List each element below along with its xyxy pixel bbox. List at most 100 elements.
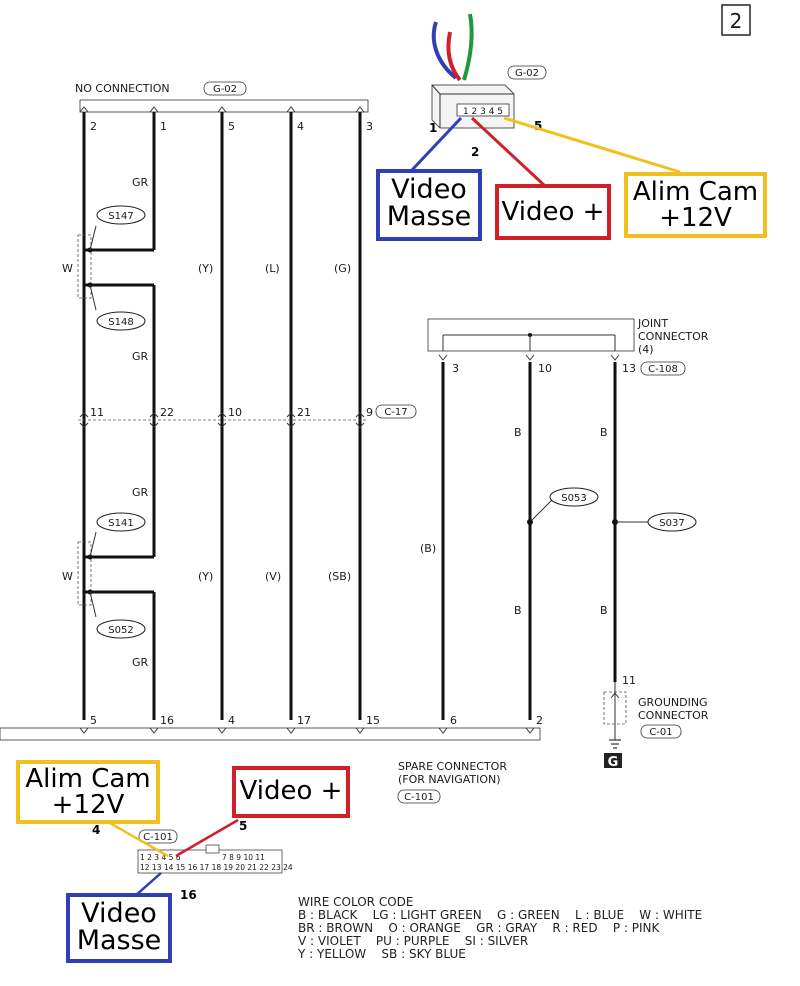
top-connector-ref-box: [203, 81, 247, 96]
splice-s148: S148: [89, 284, 146, 331]
wire-color-label: GR: [132, 350, 149, 363]
top-pin: 5: [228, 120, 235, 133]
ground-pin: 11: [622, 674, 636, 687]
wire-color-code-line: B : BLACK LG : LIGHT GREEN G : GREEN L :…: [298, 908, 703, 922]
mid-pin: 21: [297, 406, 311, 419]
shield-box-lower: [77, 541, 92, 606]
alim-cam-callout-bottom: Alim Cam +12V: [16, 760, 160, 824]
joint-label-line: JOINT: [637, 317, 668, 330]
small-connector-latch: [205, 844, 220, 854]
top-pin: 3: [366, 120, 373, 133]
no-connection-label: NO CONNECTION: [75, 82, 170, 95]
leader-yellow-top: [503, 116, 681, 174]
small-connector-row1: 1 2 3 4 5 6: [140, 853, 181, 862]
green-cable: [462, 13, 474, 81]
splice-dot: [527, 519, 533, 525]
spare-label-line: SPARE CONNECTOR: [398, 760, 507, 773]
svg-text:S053: S053: [561, 493, 586, 504]
mid-connector-arrows: [79, 412, 365, 428]
wire-color-label: (B): [420, 542, 436, 555]
splice-s141: S141: [89, 512, 146, 558]
small-connector-ref-box: [138, 829, 178, 844]
video-plus-callout-top: Video +: [495, 184, 611, 240]
ground-symbol: G: [608, 755, 619, 770]
camera-callout-pin: 2: [471, 145, 479, 159]
spare-ref-box: [397, 789, 441, 804]
video-masse-callout-top: Video Masse: [376, 169, 482, 241]
joint-ref: C-108: [648, 364, 678, 375]
splice-dot: [612, 519, 618, 525]
blue-cable: [431, 21, 458, 80]
wire-color-label: GR: [132, 486, 149, 499]
ground-label-line: GROUNDING: [638, 696, 708, 709]
video-masse-callout-bottom: Video Masse: [66, 893, 172, 963]
wire-color-label: W: [62, 262, 73, 275]
wire-color-label: (Y): [198, 570, 213, 583]
spare-pin: 16: [160, 714, 174, 727]
wire-color-label: B: [600, 426, 608, 439]
top-pin-arrows: [79, 106, 365, 113]
bottom-callout-pin: 16: [180, 888, 197, 902]
top-pin: 2: [90, 120, 97, 133]
red-cable: [446, 31, 462, 82]
ground-ref-box: [640, 724, 682, 739]
wire-color-label: (V): [265, 570, 281, 583]
mid-connector-ref-box: [375, 404, 417, 419]
joint-pin: 3: [452, 362, 459, 375]
svg-text:S147: S147: [108, 211, 133, 222]
leader-red-bottom: [175, 818, 239, 858]
wire-color-label: (Y): [198, 262, 213, 275]
wire-color-label: (SB): [328, 570, 351, 583]
wire-color-code-title: WIRE COLOR CODE: [298, 895, 414, 909]
svg-text:S037: S037: [659, 518, 684, 529]
page-number-box: [721, 4, 751, 36]
spare-pin: 2: [536, 714, 543, 727]
top-connector-ref: G-02: [213, 84, 237, 95]
wire-color-code-legend: WIRE COLOR CODE B : BLACK LG : LIGHT GRE…: [298, 896, 702, 961]
top-pin: 1: [160, 120, 167, 133]
joint-label-line: CONNECTOR: [638, 330, 709, 343]
camera-ref: G-02: [515, 68, 539, 79]
small-connector-ref: C-101: [143, 832, 173, 843]
camera-pin-numbers: 1 2 3 4 5: [463, 107, 503, 117]
wire-color-code-line: V : VIOLET PU : PURPLE SI : SILVER: [298, 934, 529, 948]
joint-ref-box: [640, 361, 686, 376]
wire-color-label: GR: [132, 656, 149, 669]
spare-pin: 17: [297, 714, 311, 727]
camera-ref-box: [507, 65, 547, 80]
small-connector-row2: 12 13 14 15 16 17 18 19 20 21 22 23 24: [140, 863, 293, 872]
splice-s037: S037: [617, 512, 697, 532]
small-connector-row1b: 7 8 9 10 11: [222, 853, 265, 862]
wire-color-code-line: Y : YELLOW SB : SKY BLUE: [298, 947, 466, 961]
leader-blue-bottom: [134, 872, 162, 897]
camera-callout-pin: 1: [429, 121, 437, 135]
spare-label-line: (FOR NAVIGATION): [398, 773, 501, 786]
leader-blue-top: [410, 116, 463, 172]
spare-ref: C-101: [404, 792, 434, 803]
mid-pin: 11: [90, 406, 104, 419]
splice-s147: S147: [89, 205, 146, 251]
joint-pin: 10: [538, 362, 552, 375]
ground-label-line: CONNECTOR: [638, 709, 709, 722]
mid-connector-ref: C-17: [384, 407, 407, 418]
svg-text:S052: S052: [108, 625, 133, 636]
svg-text:S148: S148: [108, 317, 133, 328]
top-pin: 4: [297, 120, 304, 133]
spare-pin-arrows: [79, 727, 535, 734]
wire-color-label: W: [62, 570, 73, 583]
spare-pin: 15: [366, 714, 380, 727]
page-number: 2: [730, 9, 743, 33]
alim-cam-callout-top: Alim Cam +12V: [624, 172, 767, 238]
leader-red-top: [470, 116, 546, 187]
joint-label-line: (4): [638, 343, 654, 356]
wire-color-label: B: [600, 604, 608, 617]
splice-s053: S053: [531, 487, 599, 521]
wire-color-label: B: [514, 426, 522, 439]
mid-pin: 22: [160, 406, 174, 419]
camera-pin-strip: [456, 103, 510, 117]
bottom-callout-pin: 5: [239, 819, 247, 833]
spare-pin: 5: [90, 714, 97, 727]
spare-pin: 4: [228, 714, 235, 727]
wire-color-code-line: BR : BROWN O : ORANGE GR : GRAY R : RED …: [298, 921, 660, 935]
